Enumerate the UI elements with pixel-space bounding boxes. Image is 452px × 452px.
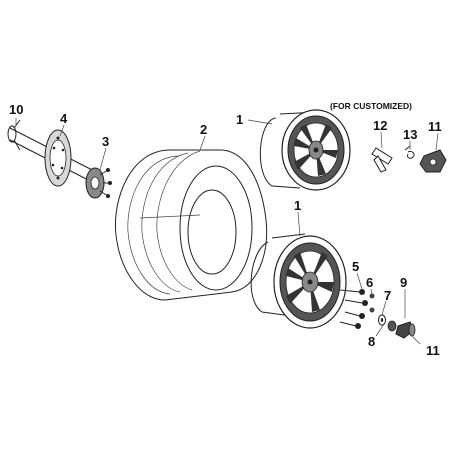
axle-nut xyxy=(387,320,397,332)
wheel-rim-top xyxy=(259,109,351,191)
tire xyxy=(114,149,268,301)
label-1-top: 1 xyxy=(236,112,243,127)
label-7: 7 xyxy=(384,288,391,303)
brake-disc xyxy=(44,129,72,187)
label-2: 2 xyxy=(200,122,207,137)
wheel-hub xyxy=(85,167,112,199)
label-11-bottom: 11 xyxy=(426,343,440,358)
label-1-bottom: 1 xyxy=(294,198,301,213)
customized-note: (FOR CUSTOMIZED) xyxy=(330,101,412,111)
valve-stem xyxy=(371,147,393,173)
label-12: 12 xyxy=(373,118,387,133)
label-11-top: 11 xyxy=(428,119,442,134)
label-9: 9 xyxy=(400,275,407,290)
washer xyxy=(378,314,386,326)
wheel-rim-bottom xyxy=(250,233,347,329)
wheel-nut-top xyxy=(419,149,447,173)
label-13: 13 xyxy=(403,127,417,142)
lug-nuts xyxy=(369,293,375,313)
label-10: 10 xyxy=(9,102,23,117)
leader-lines xyxy=(15,118,439,345)
label-4: 4 xyxy=(60,111,68,126)
wheel-studs xyxy=(339,289,368,329)
label-5: 5 xyxy=(352,259,359,274)
valve-clip xyxy=(404,145,415,159)
label-6: 6 xyxy=(366,275,373,290)
wheel-cap xyxy=(395,321,416,339)
label-8: 8 xyxy=(368,334,375,349)
label-3: 3 xyxy=(102,134,109,149)
